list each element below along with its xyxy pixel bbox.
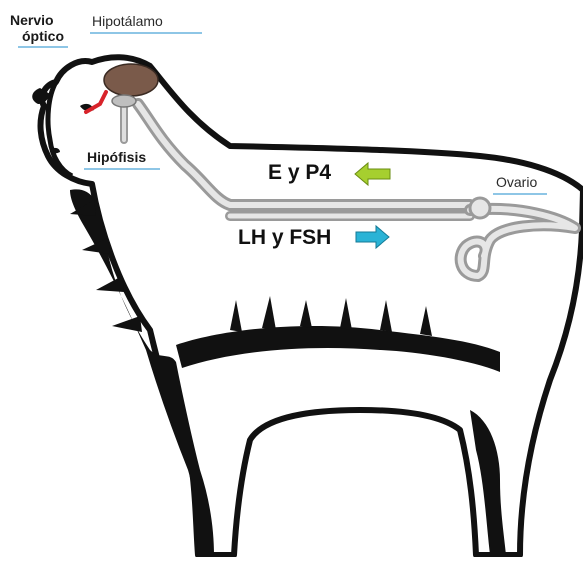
- label-nervio-optico-line1: Nervio: [10, 13, 54, 27]
- pituitary-gland: [112, 95, 136, 107]
- underline-nervio-optico: [18, 46, 68, 48]
- ovary: [470, 198, 490, 218]
- label-hipofisis: Hipófisis: [87, 150, 146, 164]
- label-nervio-optico-line2: óptico: [22, 29, 64, 43]
- label-e-y-p4: E y P4: [268, 162, 331, 183]
- sheep-silhouette: [32, 57, 583, 555]
- underline-ovario: [493, 193, 547, 195]
- underline-hipofisis: [84, 168, 160, 170]
- label-lh-y-fsh: LH y FSH: [238, 227, 331, 248]
- hypothalamus: [104, 64, 158, 96]
- label-hipotalamo: Hipotálamo: [92, 14, 163, 28]
- label-ovario: Ovario: [496, 175, 537, 189]
- underline-hipotalamo: [90, 32, 202, 34]
